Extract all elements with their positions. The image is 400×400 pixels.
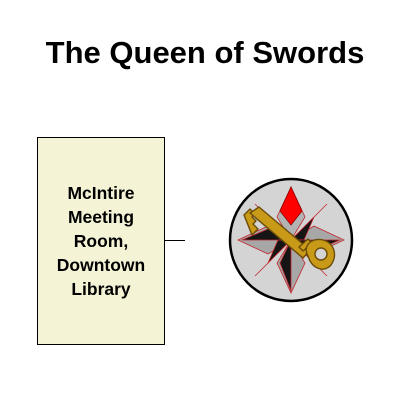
page-title: The Queen of Swords <box>45 35 365 70</box>
location-node[interactable]: McIntire Meeting Room, Downtown Library <box>37 137 165 345</box>
compass-rose-key-icon[interactable] <box>228 177 354 303</box>
connector-line <box>165 240 185 241</box>
key-icon <box>243 206 336 270</box>
location-label: McIntire Meeting Room, Downtown Library <box>56 183 146 299</box>
